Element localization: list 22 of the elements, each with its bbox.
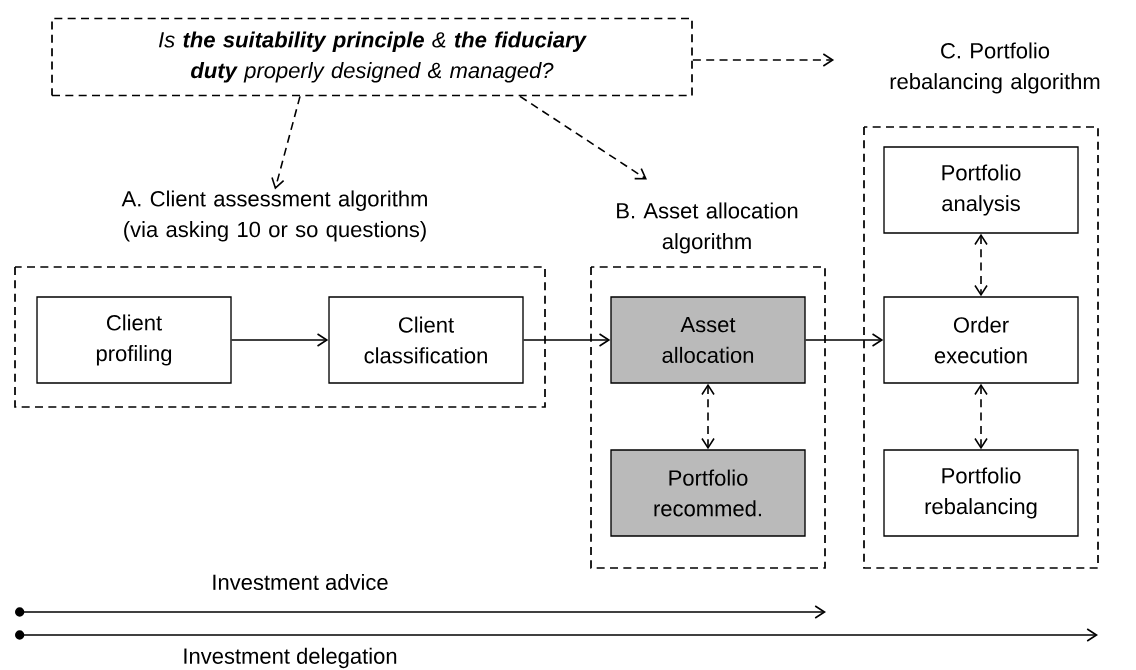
arrow: [230, 333, 329, 347]
arrow: [804, 333, 884, 347]
arrow: [271, 95, 301, 190]
group-heading: A. Client assessment algorithm (via asking 10 or so questions): [121, 190, 427, 242]
process-box: Client profiling: [36, 296, 232, 384]
arrow: [974, 383, 988, 450]
process-box: Portfolio analysis: [883, 146, 1079, 234]
process-box: Order execution: [883, 296, 1079, 384]
span-label: Investment advice: [213, 573, 388, 591]
span-label: Investment delegation: [184, 647, 397, 669]
arrow: [692, 53, 835, 67]
group-heading: C. Portfolio rebalancing algorithm: [890, 42, 1100, 94]
question-box: Is the suitability principle & the fiduciary duty properly designed & managed?: [51, 17, 693, 97]
process-box: Portfolio rebalancing: [883, 449, 1079, 537]
arrow: [522, 333, 611, 347]
arrow: [519, 95, 647, 180]
process-box: Portfolio recommed.: [610, 449, 806, 537]
process-box: Asset allocation: [610, 296, 806, 384]
arrow: [701, 383, 715, 450]
arrow: [974, 233, 988, 297]
process-box: Client classification: [328, 296, 524, 384]
group-heading: B. Asset allocation algorithm: [617, 202, 798, 254]
